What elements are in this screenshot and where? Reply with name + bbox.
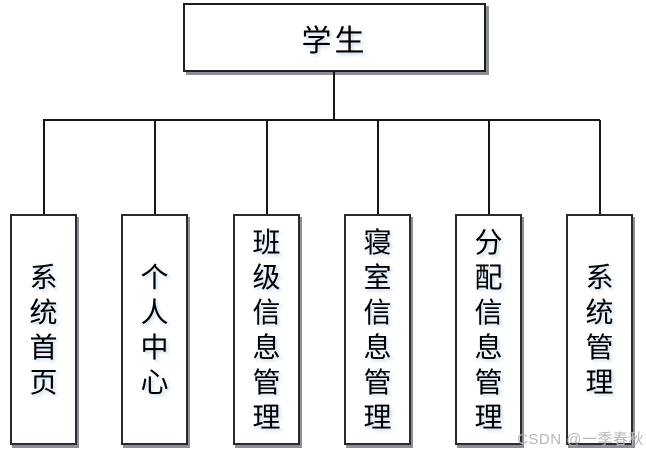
child-node-system-mgmt: 系统管理 xyxy=(566,214,633,445)
child-node-label: 寝室信息管理 xyxy=(363,226,392,433)
connector-root-stub xyxy=(333,72,335,120)
root-node-label: 学生 xyxy=(301,24,368,58)
connector-drop-2 xyxy=(154,120,156,214)
connector-horizontal-bar xyxy=(43,119,600,121)
connector-drop-3 xyxy=(266,120,268,214)
connector-drop-1 xyxy=(43,120,45,214)
child-node-personal-center: 个人中心 xyxy=(121,214,188,445)
child-node-label: 系统管理 xyxy=(585,261,614,398)
child-node-system-home: 系统首页 xyxy=(10,214,77,445)
child-node-dorm-info-mgmt: 寝室信息管理 xyxy=(344,214,411,445)
child-node-label: 个人中心 xyxy=(140,261,169,398)
child-node-label: 系统首页 xyxy=(29,261,58,398)
child-node-class-info-mgmt: 班级信息管理 xyxy=(233,214,300,445)
connector-drop-5 xyxy=(488,120,490,214)
child-node-label: 班级信息管理 xyxy=(252,226,281,433)
root-node-student: 学生 xyxy=(183,3,486,72)
connector-drop-4 xyxy=(377,120,379,214)
child-node-label: 分配信息管理 xyxy=(474,226,503,433)
child-node-allocation-info-mgmt: 分配信息管理 xyxy=(455,214,522,445)
connector-drop-6 xyxy=(599,120,601,214)
